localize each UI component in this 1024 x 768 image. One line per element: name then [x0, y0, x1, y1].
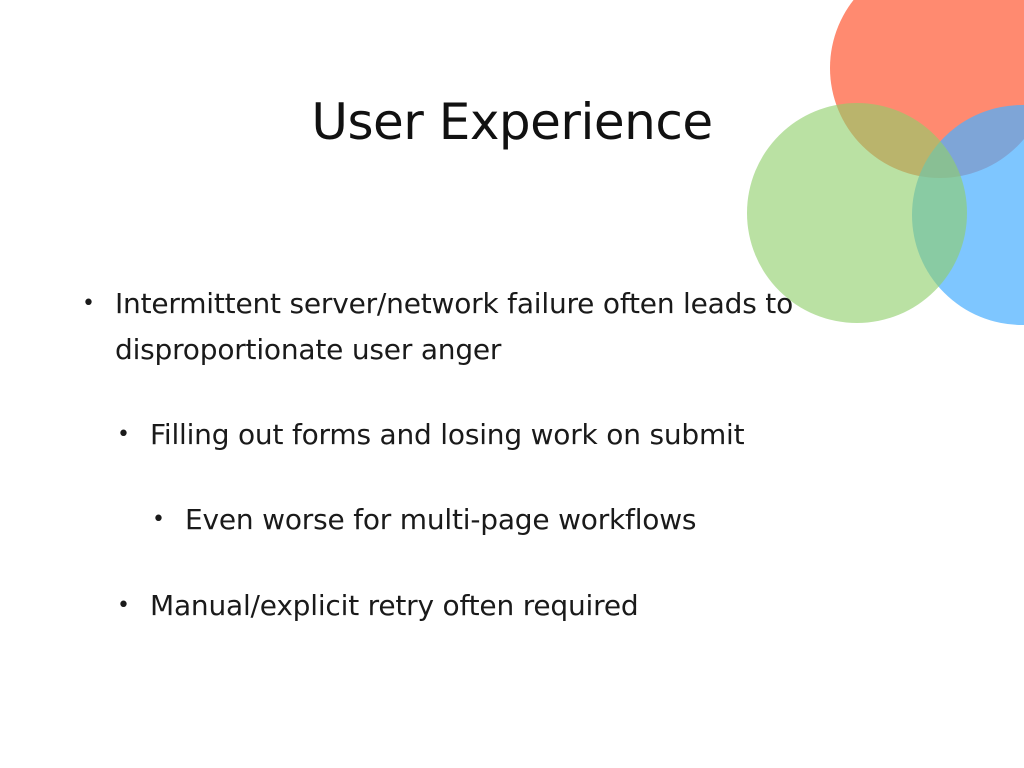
bullet-text: Filling out forms and losing work on sub…: [150, 418, 745, 451]
bullet-item: • Manual/explicit retry often required: [117, 583, 910, 629]
bullet-text: Even worse for multi-page workflows: [185, 503, 697, 536]
bullet-text: Manual/explicit retry often required: [150, 589, 639, 622]
green-circle: [747, 103, 967, 323]
bullet-dot: •: [82, 291, 95, 316]
bullet-item: • Even worse for multi-page workflows: [152, 497, 905, 543]
bullet-text: Intermittent server/network failure ofte…: [115, 287, 793, 366]
slide-title: User Experience: [311, 93, 713, 151]
bullet-item: • Filling out forms and losing work on s…: [117, 412, 910, 458]
bullet-dot: •: [152, 507, 165, 532]
bullet-dot: •: [117, 422, 130, 447]
bullet-dot: •: [117, 593, 130, 618]
bullet-item: • Intermittent server/network failure of…: [82, 281, 915, 373]
